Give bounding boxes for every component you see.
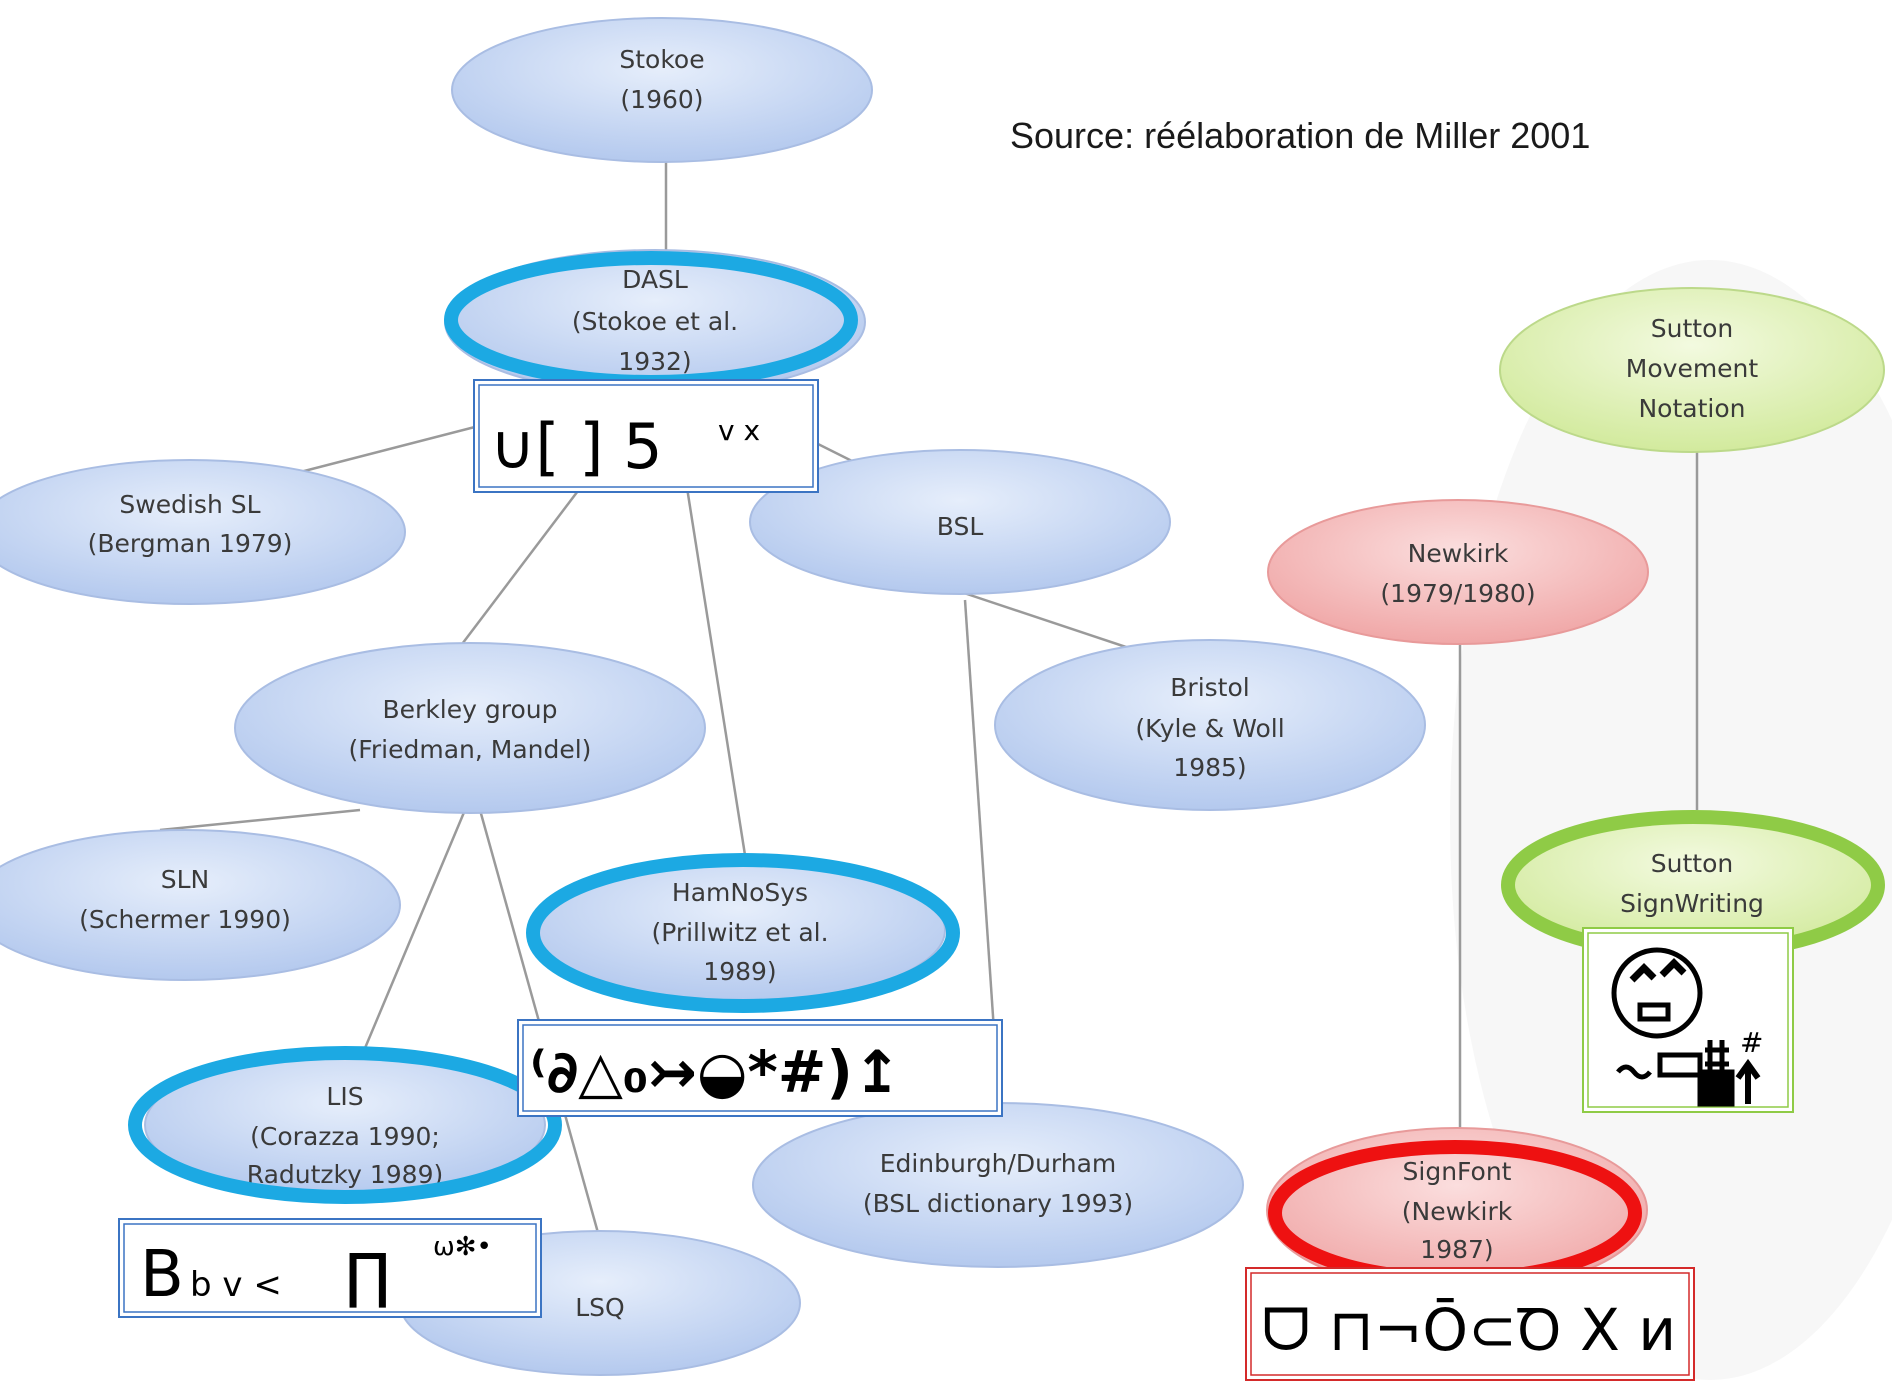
lsq-label: LSQ [575, 1293, 624, 1322]
hamnosys-label-line3: 1989) [703, 957, 776, 986]
node-sln [0, 829, 401, 981]
sutton-signwriting-label-line2: SignWriting [1620, 889, 1764, 918]
sutton-signwriting-label-line1: Sutton [1651, 849, 1733, 878]
newkirk-label-line1: Newkirk [1408, 539, 1509, 568]
node-newkirk [1267, 499, 1649, 645]
signfont-label-line3: 1987) [1420, 1235, 1493, 1264]
edge-berkley-sln [159, 808, 361, 832]
swedish-label-line2: (Bergman 1979) [88, 529, 293, 558]
bristol-label-line3: 1985) [1173, 753, 1246, 782]
edinburgh-label-line2: (BSL dictionary 1993) [863, 1189, 1133, 1218]
lis-notation-mid: ∏ [345, 1241, 390, 1311]
hamnosys-notation-box [517, 1019, 1003, 1117]
sln-label-line1: SLN [161, 865, 210, 894]
bsl-label: BSL [937, 512, 984, 541]
lis-label-line2: (Corazza 1990; [250, 1122, 440, 1151]
node-berkley [234, 642, 706, 814]
nodes [0, 17, 1885, 1376]
signwriting-glyph-icon: # [1611, 947, 1763, 1107]
edge-dasl-berkley [449, 474, 591, 661]
lis-highlight-ring [128, 1046, 562, 1204]
node-swedish [0, 459, 406, 605]
hamnosys-label-line2: (Prillwitz et al. [651, 918, 828, 947]
stokoe-label-line1: Stokoe [619, 45, 704, 74]
svg-text:#: # [1740, 1026, 1763, 1059]
node-stokoe [451, 17, 873, 163]
lis-label-line3: Radutzky 1989) [247, 1160, 443, 1189]
newkirk-label-line2: (1979/1980) [1380, 579, 1535, 608]
signfont-notation-box [1245, 1267, 1695, 1381]
lis-notation-superscript: ω✻• [433, 1232, 492, 1262]
lis-label-line1: LIS [326, 1082, 363, 1111]
dasl-label-line1: DASL [622, 265, 688, 294]
dasl-notation-superscript: v x [718, 414, 760, 447]
dasl-label-line3: 1932) [618, 347, 691, 376]
stokoe-label-line2: (1960) [620, 85, 703, 114]
notation-samples: ∪[ ] 5 v x ⁽∂△₀↣◒*#)↥ B b v < ∏ ω✻• ᗜ ⊓¬… [118, 379, 1794, 1381]
node-bristol [994, 639, 1426, 811]
berkley-label-line1: Berkley group [383, 695, 558, 724]
bristol-label-line1: Bristol [1170, 673, 1249, 702]
dasl-notation-main: ∪[ ] 5 [490, 410, 663, 483]
sutton-movement-label-line2: Movement [1626, 354, 1759, 383]
dasl-notation-box [473, 379, 819, 493]
lis-notation-box [118, 1218, 542, 1318]
hamnosys-highlight-ring [526, 853, 960, 1013]
edge-dasl-hamnosys [683, 474, 747, 856]
node-edinburgh [752, 1102, 1244, 1268]
sln-label-line2: (Schermer 1990) [79, 905, 291, 934]
sutton-movement-label-line3: Notation [1638, 394, 1745, 423]
node-bsl [749, 449, 1171, 595]
node-sutton-movement [1499, 287, 1885, 453]
source-note: Source: réélaboration de Miller 2001 [1010, 115, 1590, 156]
bristol-label-line2: (Kyle & Woll [1135, 714, 1284, 743]
hamnosys-notation-text: ⁽∂△₀↣◒*#)↥ [530, 1038, 902, 1106]
edinburgh-label-line1: Edinburgh/Durham [880, 1149, 1117, 1178]
sutton-movement-label-line1: Sutton [1651, 314, 1733, 343]
edge-berkley-lis [358, 809, 467, 1061]
node-labels: Stokoe (1960) DASL (Stokoe et al. 1932) … [79, 45, 1764, 1322]
lis-notation-main: B [140, 1238, 184, 1312]
hamnosys-label-line1: HamNoSys [672, 878, 808, 907]
signfont-notation-text: ᗜ ⊓¬Ō⊂Ꝺ X ᴎ [1262, 1296, 1676, 1364]
dasl-label-line2: (Stokoe et al. [572, 307, 738, 336]
swedish-label-line1: Swedish SL [119, 490, 260, 519]
signfont-label-line2: (Newkirk [1402, 1197, 1513, 1226]
signfont-label-line1: SignFont [1403, 1157, 1512, 1186]
lis-notation-sub: b v < [190, 1265, 282, 1305]
berkley-label-line2: (Friedman, Mandel) [349, 735, 592, 764]
